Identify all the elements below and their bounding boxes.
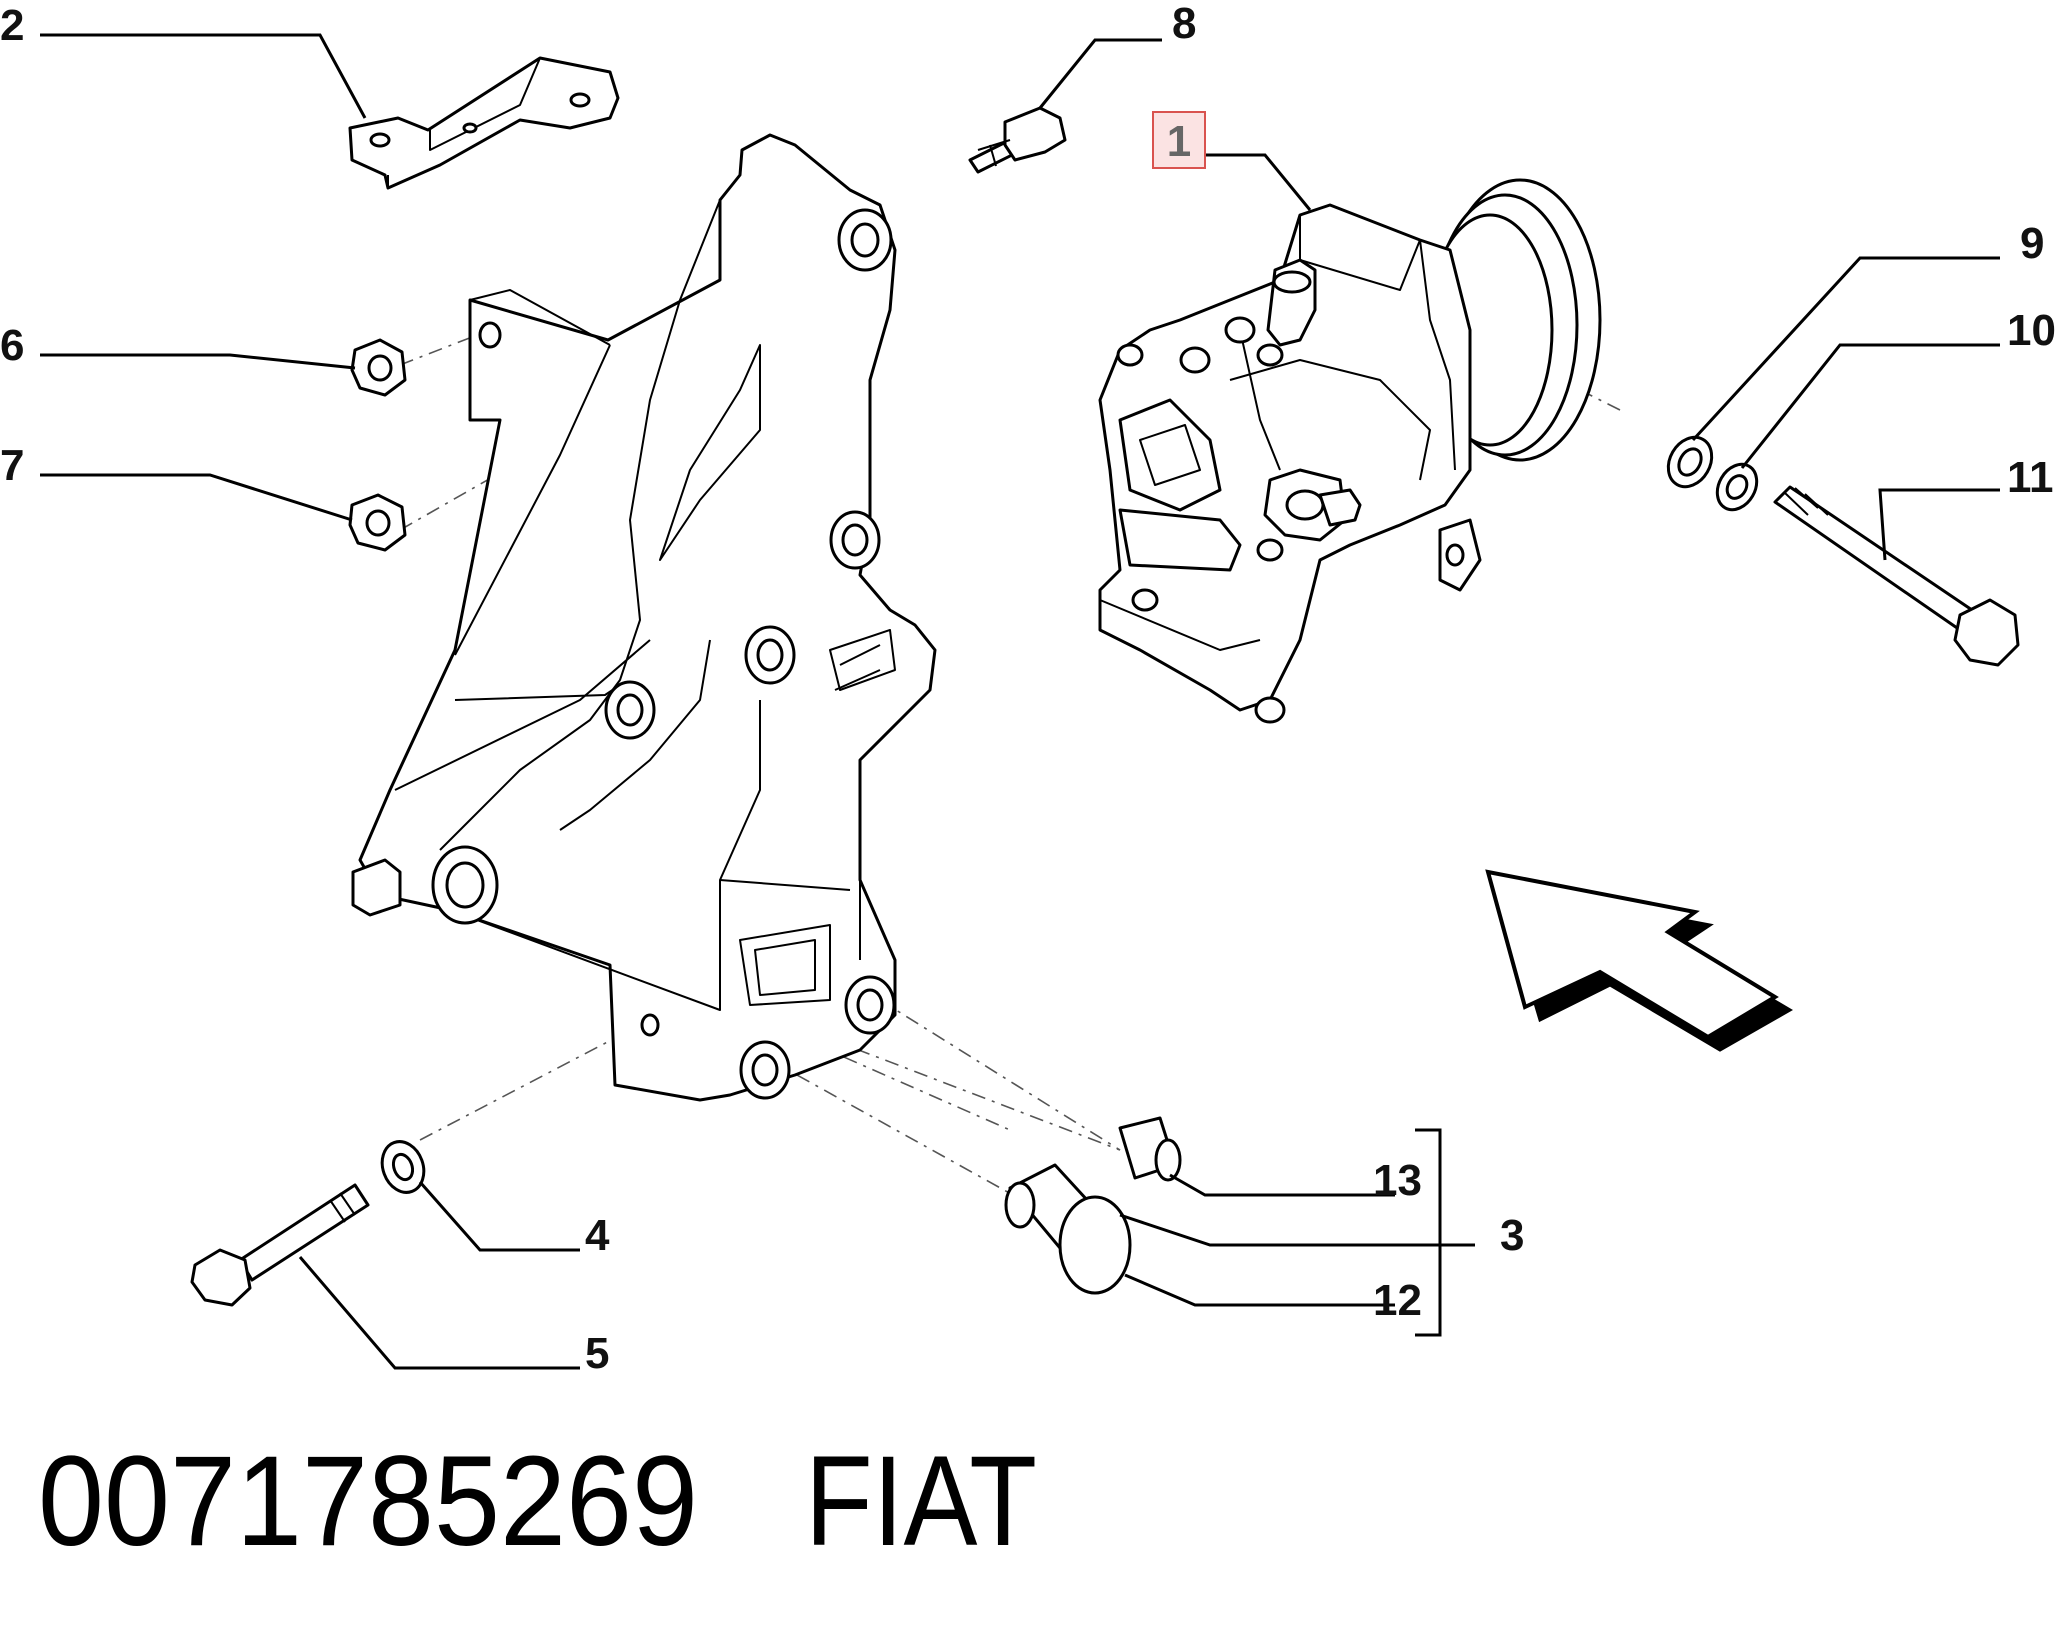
callout-9[interactable]: 9 bbox=[2020, 219, 2044, 268]
bushing-part-12 bbox=[1004, 1163, 1132, 1295]
callout-3[interactable]: 3 bbox=[1500, 1211, 1524, 1260]
part-number: 0071785269 bbox=[38, 1430, 698, 1573]
leader-lines bbox=[40, 33, 2000, 1370]
washer-part-9 bbox=[1666, 435, 1714, 489]
bushing-part-13 bbox=[1118, 1116, 1182, 1182]
direction-arrow bbox=[1485, 869, 1793, 1052]
bolt-part-11 bbox=[1773, 485, 2020, 667]
callout-12[interactable]: 12 bbox=[1373, 1276, 1422, 1325]
mounting-bracket-part-3 bbox=[351, 133, 937, 1102]
ac-compressor-part-1 bbox=[1098, 178, 1602, 724]
bracket-holes bbox=[431, 208, 896, 1100]
washer-part-10 bbox=[1715, 462, 1759, 512]
nut-part-6 bbox=[350, 338, 407, 397]
callout-10[interactable]: 10 bbox=[2007, 306, 2056, 355]
bracket-part-2 bbox=[348, 56, 620, 190]
brand-name: FIAT bbox=[805, 1430, 1037, 1573]
callout-8[interactable]: 8 bbox=[1172, 0, 1196, 48]
callout-4[interactable]: 4 bbox=[585, 1211, 610, 1260]
callout-2[interactable]: 2 bbox=[0, 1, 24, 50]
callout-5[interactable]: 5 bbox=[585, 1329, 609, 1378]
bolt-part-8 bbox=[968, 106, 1067, 174]
callout-13[interactable]: 13 bbox=[1373, 1156, 1422, 1205]
callout-6[interactable]: 6 bbox=[0, 321, 24, 370]
footer: 0071785269 FIAT bbox=[38, 1430, 1037, 1573]
callout-7[interactable]: 7 bbox=[0, 441, 24, 490]
nut-part-7 bbox=[348, 493, 407, 552]
washer-part-4 bbox=[380, 1140, 426, 1194]
bolt-part-5 bbox=[190, 1183, 370, 1307]
callout-11[interactable]: 11 bbox=[2007, 453, 2054, 502]
callout-1[interactable]: 1 bbox=[1167, 117, 1191, 166]
callout-1-highlight bbox=[1152, 111, 1206, 169]
callout-labels: 1 2 3 4 5 6 7 8 9 10 11 12 13 bbox=[0, 0, 2056, 1378]
